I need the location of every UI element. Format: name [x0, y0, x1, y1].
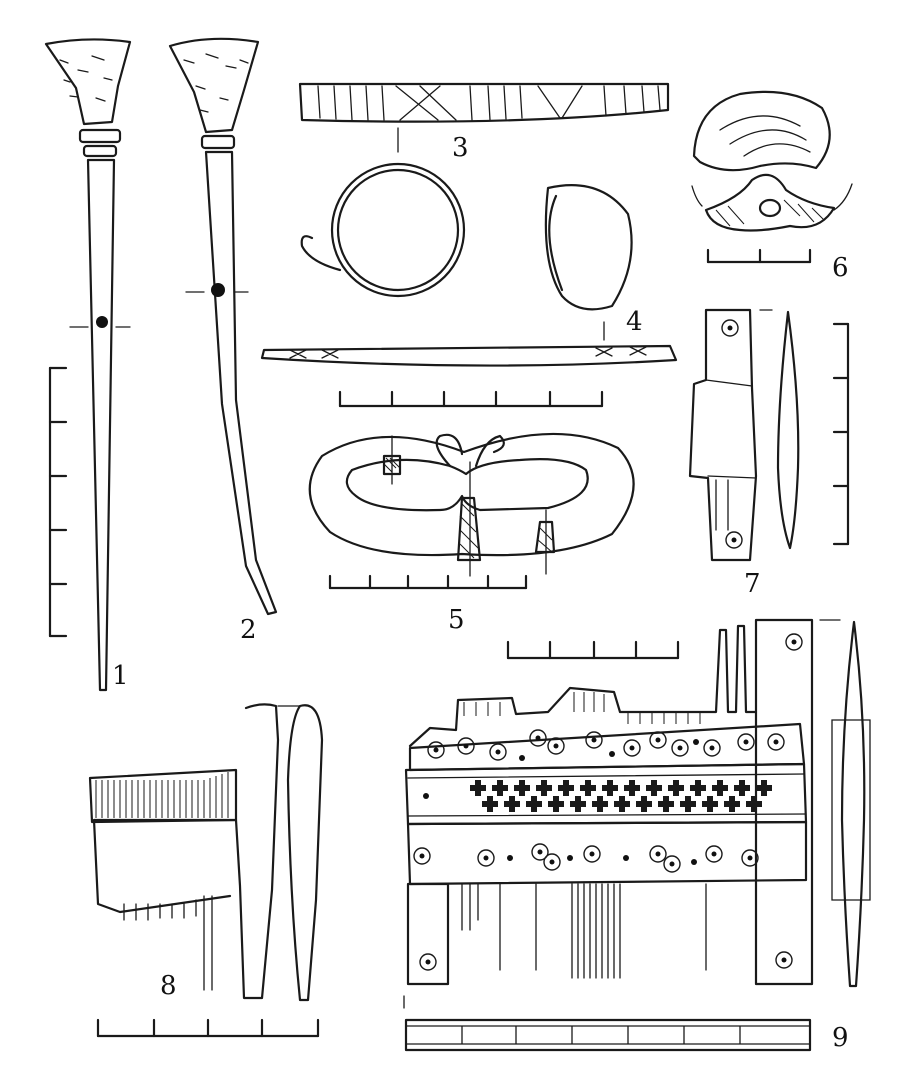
cross-ornament [580, 780, 596, 796]
cross-ornament [712, 780, 728, 796]
cross-ornament [592, 796, 608, 812]
figure-label-9: 9 [832, 1023, 849, 1053]
cross-ornament [492, 780, 508, 796]
scale-bar-fig9 [506, 640, 680, 660]
figure-label-7: 7 [744, 569, 761, 599]
cross-ornament [536, 780, 552, 796]
cross-ornament [646, 780, 662, 796]
cross-ornament [690, 780, 706, 796]
scale-bar-fig1 [48, 366, 68, 638]
cross-pattern-row [470, 780, 772, 812]
figure-3-bar [298, 82, 670, 153]
figure-label-8: 8 [160, 971, 177, 1001]
ring-dot-row-lower [413, 843, 759, 873]
ring-dot-row-upper [427, 729, 785, 761]
cross-ornament [526, 796, 542, 812]
cross-ornament [514, 780, 530, 796]
scale-bar-fig5 [328, 574, 528, 590]
scale-bar-fig7 [832, 322, 850, 546]
figure-8-comb [88, 703, 324, 1002]
cross-ornament [602, 780, 618, 796]
cross-ornament [636, 796, 652, 812]
cross-ornament [668, 780, 684, 796]
cross-ornament [658, 796, 674, 812]
figure-9-comb [403, 618, 871, 1052]
figure-label-2: 2 [240, 615, 257, 645]
figure-label-5: 5 [448, 605, 465, 635]
figure-label-3: 3 [452, 133, 469, 163]
figure-4-rings [260, 162, 678, 367]
figure-6-fragment [691, 90, 853, 232]
cross-ornament [680, 796, 696, 812]
cross-ornament [482, 796, 498, 812]
figure-2-pin [168, 37, 278, 616]
scale-bar-fig4 [338, 390, 604, 408]
cross-ornament [558, 780, 574, 796]
figure-5-buckle [308, 432, 635, 577]
cross-ornament [614, 796, 630, 812]
cross-ornament [504, 796, 520, 812]
cross-ornament [746, 796, 762, 812]
figure-label-6: 6 [832, 253, 849, 283]
figure-label-4: 4 [626, 307, 643, 337]
cross-ornament [756, 780, 772, 796]
cross-ornament [724, 796, 740, 812]
figure-1-pin [44, 38, 132, 692]
scale-bar-fig8 [96, 1018, 320, 1038]
cross-ornament [702, 796, 718, 812]
cross-ornament [570, 796, 586, 812]
cross-ornament [470, 780, 486, 796]
figure-label-1: 1 [112, 661, 129, 691]
figure-7-plate [688, 308, 800, 562]
cross-ornament [624, 780, 640, 796]
scale-bar-fig6 [706, 248, 812, 264]
cross-ornament [734, 780, 750, 796]
cross-ornament [548, 796, 564, 812]
